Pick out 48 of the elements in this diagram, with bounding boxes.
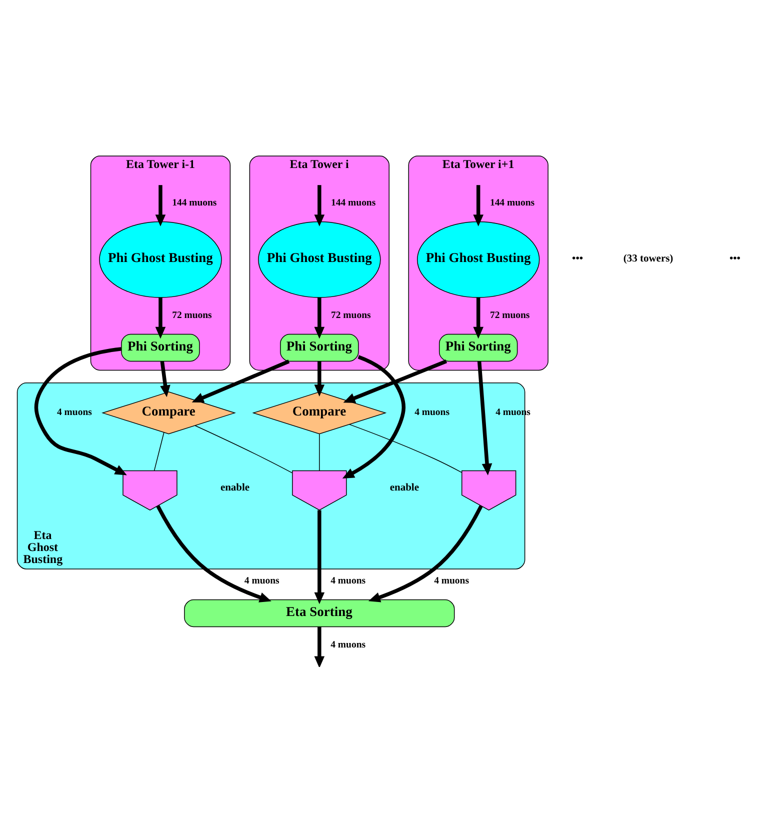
edge-label: 72 muons: [172, 310, 212, 321]
arrow: [192, 359, 290, 402]
arrow: [314, 360, 325, 396]
arrow: [156, 504, 272, 602]
node-pentagon: [461, 470, 516, 510]
arrow: [314, 297, 325, 338]
label: •••: [729, 253, 740, 264]
node-box: Eta Sorting: [184, 598, 455, 627]
label: (33 towers): [623, 253, 674, 264]
arrow: [343, 359, 448, 403]
node-pentagon: [292, 470, 347, 510]
arrow: [342, 354, 406, 478]
arrow: [34, 346, 127, 475]
arrow: [314, 184, 325, 226]
edge-label: 4 muons: [244, 575, 280, 586]
node-ellipse: Phi Ghost Busting: [416, 220, 540, 298]
arrow: [368, 504, 483, 602]
arrow: [155, 297, 166, 338]
connector: [194, 424, 293, 473]
edge-label: 72 muons: [331, 310, 371, 321]
connector: [154, 432, 164, 470]
edge-label: 144 muons: [172, 197, 217, 208]
connector: [319, 433, 320, 470]
arrow: [155, 184, 166, 226]
arrow: [160, 360, 170, 397]
edge-label: 4 muons: [57, 406, 92, 418]
label: enable: [390, 482, 419, 493]
label: •••: [572, 253, 584, 264]
arrow: [473, 297, 484, 338]
connector: [349, 424, 462, 472]
edge-label: 144 muons: [331, 197, 376, 208]
label: enable: [220, 482, 250, 493]
arrow: [477, 360, 492, 475]
node-ellipse: Phi Ghost Busting: [258, 220, 381, 298]
node-box: Phi Sorting: [438, 333, 518, 362]
arrow: [473, 184, 484, 226]
node-pentagon: [122, 470, 178, 510]
node-box: Phi Sorting: [121, 333, 200, 362]
edge-label: 4 muons: [330, 638, 366, 650]
edge-label: 144 muons: [490, 197, 535, 208]
edge-label: 4 muons: [414, 406, 450, 418]
edge-label: 72 muons: [490, 310, 530, 321]
arrow: [314, 626, 325, 666]
node-ellipse: Phi Ghost Busting: [99, 220, 222, 298]
edge-label: 4 muons: [330, 575, 366, 586]
arrow: [314, 510, 325, 604]
node-box: Phi Sorting: [280, 333, 359, 362]
edge-label: 4 muons: [434, 575, 470, 586]
